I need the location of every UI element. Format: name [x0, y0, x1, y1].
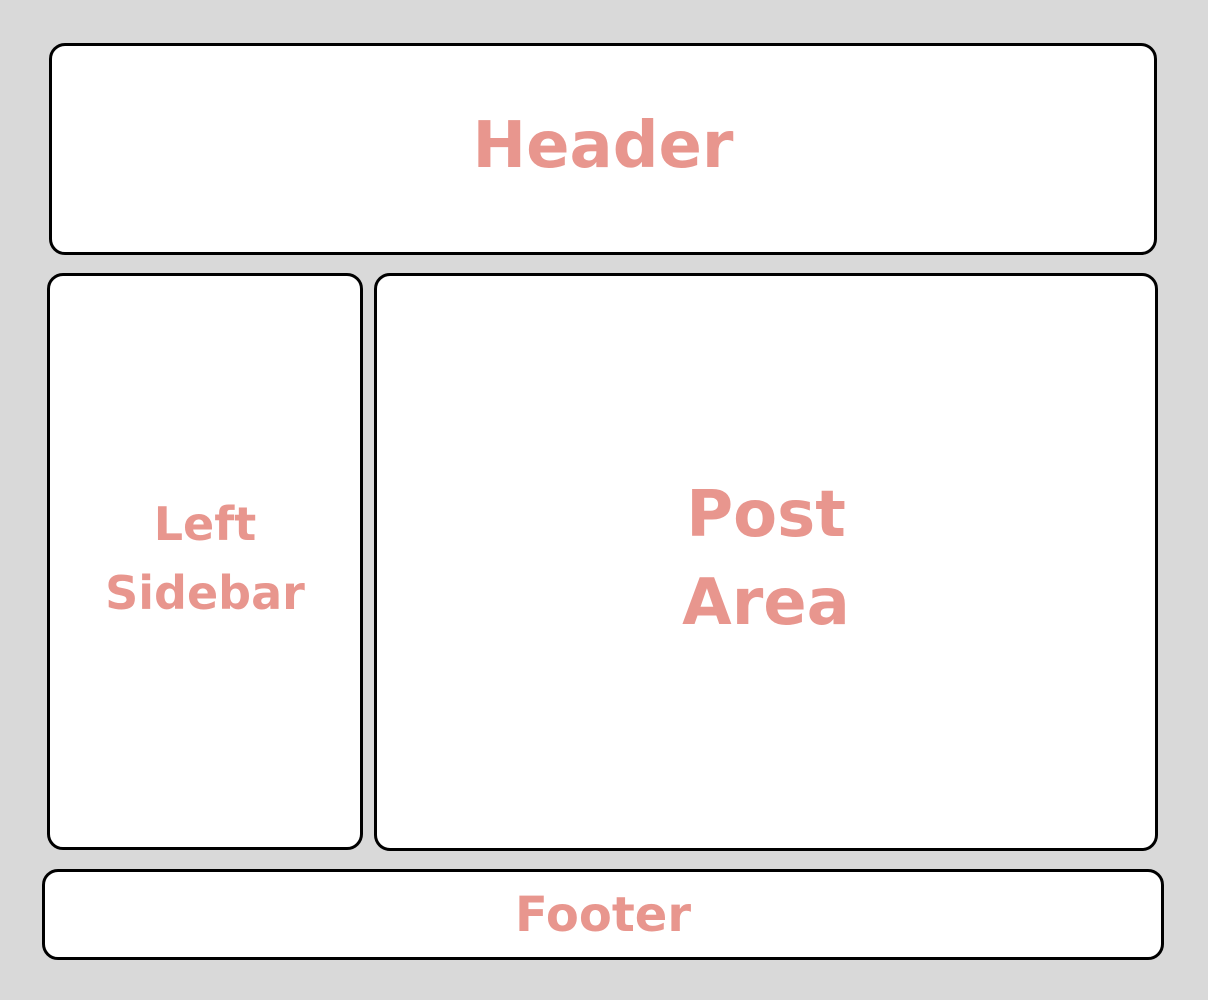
left-sidebar-label-line2: Sidebar [105, 565, 305, 620]
header-region: Header [49, 43, 1157, 255]
footer-label: Footer [515, 887, 691, 944]
post-area-label-line1: Post [686, 477, 846, 552]
post-area-region: Post Area [374, 273, 1158, 851]
footer-region: Footer [42, 869, 1164, 960]
left-sidebar-label-line1: Left [153, 496, 257, 551]
post-area-label-line2: Area [682, 566, 850, 640]
left-sidebar-region: Left Sidebar [47, 273, 363, 850]
left-sidebar-label: Left Sidebar [105, 490, 305, 628]
post-area-label: Post Area [682, 471, 850, 648]
header-label: Header [472, 108, 734, 183]
